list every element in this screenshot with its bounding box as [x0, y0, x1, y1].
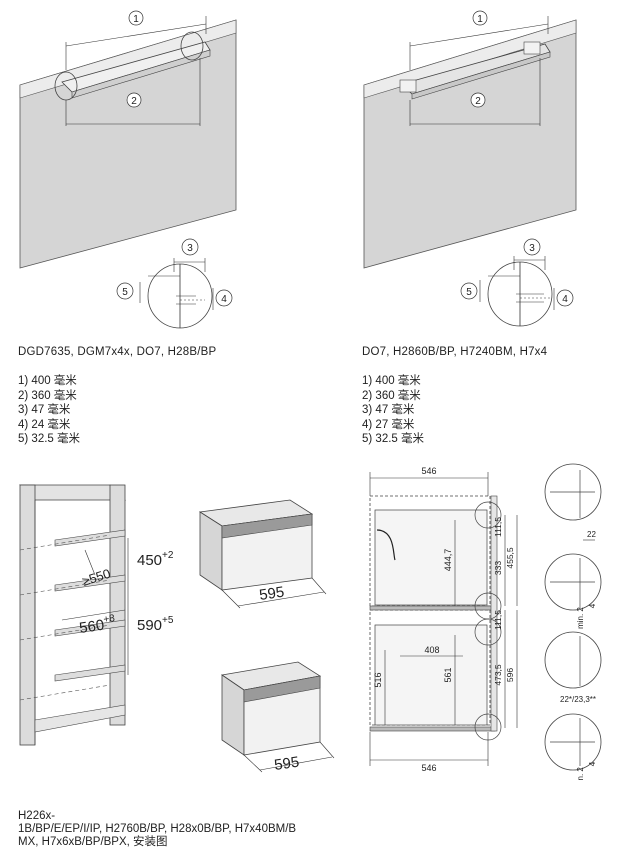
width-bottom: 546	[421, 763, 436, 773]
dimension-list-left: 1) 400 毫米 2) 360 毫米 3) 47 毫米 4) 24 毫米 5)…	[18, 374, 80, 447]
cabinet-installation-diagram: ≥550 450+2 560+8 590+5 595 595	[19, 484, 335, 774]
detail-4-a: 4	[588, 603, 597, 608]
detail-min2-b: min. 2	[576, 767, 585, 780]
dimension-item: 5) 32.5 毫米	[18, 433, 80, 445]
section-view-diagram: 546 444,7 561 516 408 111,5 333 455,5 11…	[369, 463, 602, 780]
dim-596: 596	[505, 668, 515, 682]
mark-1: 1	[477, 14, 483, 25]
oven-width-top: 595	[258, 584, 285, 604]
mark-1: 1	[133, 14, 139, 25]
width-top: 546	[421, 466, 436, 476]
detail-min2-a: min. 2	[576, 607, 585, 629]
dim-height-590: 590+5	[137, 615, 174, 634]
dimension-item: 4) 27 毫米	[362, 418, 415, 431]
caption-line: H226x-	[18, 810, 56, 822]
dim-width-560: 560+8	[78, 613, 117, 637]
dim-height-450: 450+2	[137, 550, 174, 569]
detail-4-b: 4	[588, 761, 597, 766]
caption-line: 1B/BP/E/EP/I/IP, H2760B/BP, H28x0B/BP, H…	[18, 823, 297, 835]
dim-455-5: 455,5	[505, 547, 515, 569]
mark-5: 5	[122, 287, 128, 298]
dimension-item: 1) 400 毫米	[362, 375, 421, 387]
model-caption-left: DGD7635, DGM7x4x, DO7, H28B/BP	[18, 346, 217, 358]
dimension-item: 1) 400 毫米	[18, 375, 77, 387]
dim-111-5-top: 111,5	[493, 517, 503, 537]
mark-4: 4	[221, 294, 227, 305]
oven-width-bottom: 595	[273, 754, 300, 774]
handle-fixing-diagram-right: 1 2 3 5 4	[363, 10, 577, 327]
dim-408: 408	[424, 645, 439, 655]
mark-4: 4	[562, 294, 568, 305]
detail-22-23-3: 22*/23,3**	[560, 695, 596, 704]
detail-magnified-3	[544, 631, 602, 689]
dimension-item: 2) 360 毫米	[18, 389, 77, 402]
dimension-item: 4) 24 毫米	[18, 418, 71, 431]
dimension-item: 3) 47 毫米	[18, 404, 71, 416]
dim-111-5-bottom: 111,5	[493, 610, 503, 630]
mark-3: 3	[529, 243, 535, 254]
dim-516: 516	[373, 672, 383, 687]
caption-line: MX, H7x6xB/BP/BPX, 安装图	[18, 836, 168, 848]
model-caption-right: DO7, H2860B/BP, H7240BM, H7x4	[362, 346, 548, 358]
dimension-item: 3) 47 毫米	[362, 404, 415, 416]
dim-333: 333	[493, 561, 503, 575]
dimension-list-right: 1) 400 毫米 2) 360 毫米 3) 47 毫米 4) 27 毫米 5)…	[362, 374, 424, 447]
detail-22: 22	[587, 530, 596, 539]
installation-caption: H226x- 1B/BP/E/EP/I/IP, H2760B/BP, H28x0…	[18, 810, 296, 849]
mark-2: 2	[475, 96, 481, 107]
dimension-item: 5) 32.5 毫米	[362, 433, 424, 445]
mark-2: 2	[131, 96, 137, 107]
dim-473-5: 473,5	[493, 664, 503, 686]
dim-444-7: 444,7	[443, 549, 453, 572]
mark-3: 3	[187, 243, 193, 254]
door-top-strip	[363, 19, 577, 99]
mark-5: 5	[466, 287, 472, 298]
handle-fixing-diagram-left: 1 2 3 5 4	[19, 10, 237, 329]
dimension-item: 2) 360 毫米	[362, 389, 421, 402]
dim-561: 561	[443, 667, 453, 682]
